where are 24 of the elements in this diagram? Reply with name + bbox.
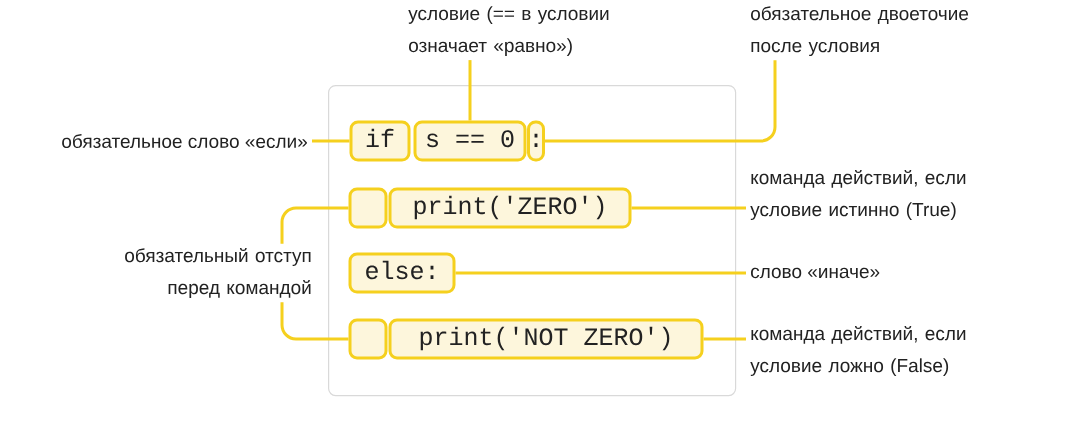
- annotation-text: обязательное двоеточие после условия: [751, 6, 969, 57]
- leader-line: [631, 206, 746, 210]
- indent-box: [348, 187, 388, 229]
- leader-line: [455, 271, 746, 275]
- leader-line: [545, 60, 777, 143]
- annotation-text: обязательный отступ перед командой: [125, 247, 311, 298]
- leader-line: [703, 337, 746, 341]
- code-panel: [328, 85, 737, 397]
- code-token-box: else:: [348, 252, 456, 294]
- leader-line: [312, 139, 350, 143]
- code-token-box: print('ZERO'): [388, 187, 632, 229]
- leader-line: [468, 60, 472, 121]
- leader-line: [280, 302, 349, 341]
- annotation-text: команда действий, если условие ложно (False): [750, 325, 966, 376]
- annotation-text: команда действий, если условие истинно (True): [750, 169, 966, 220]
- code-token-box: if: [349, 120, 411, 162]
- annotation-text: обязательное слово «если»: [62, 133, 307, 149]
- code-token-box: s == 0: [413, 120, 527, 162]
- code-token-box: print('NOT ZERO'): [388, 318, 704, 360]
- annotation-text: слово «иначе»: [751, 267, 880, 279]
- indent-box: [348, 318, 388, 360]
- leader-line: [280, 206, 349, 244]
- annotation-text: условие (== в условии означает «равно»): [408, 6, 609, 56]
- code-token-box: :: [527, 120, 545, 162]
